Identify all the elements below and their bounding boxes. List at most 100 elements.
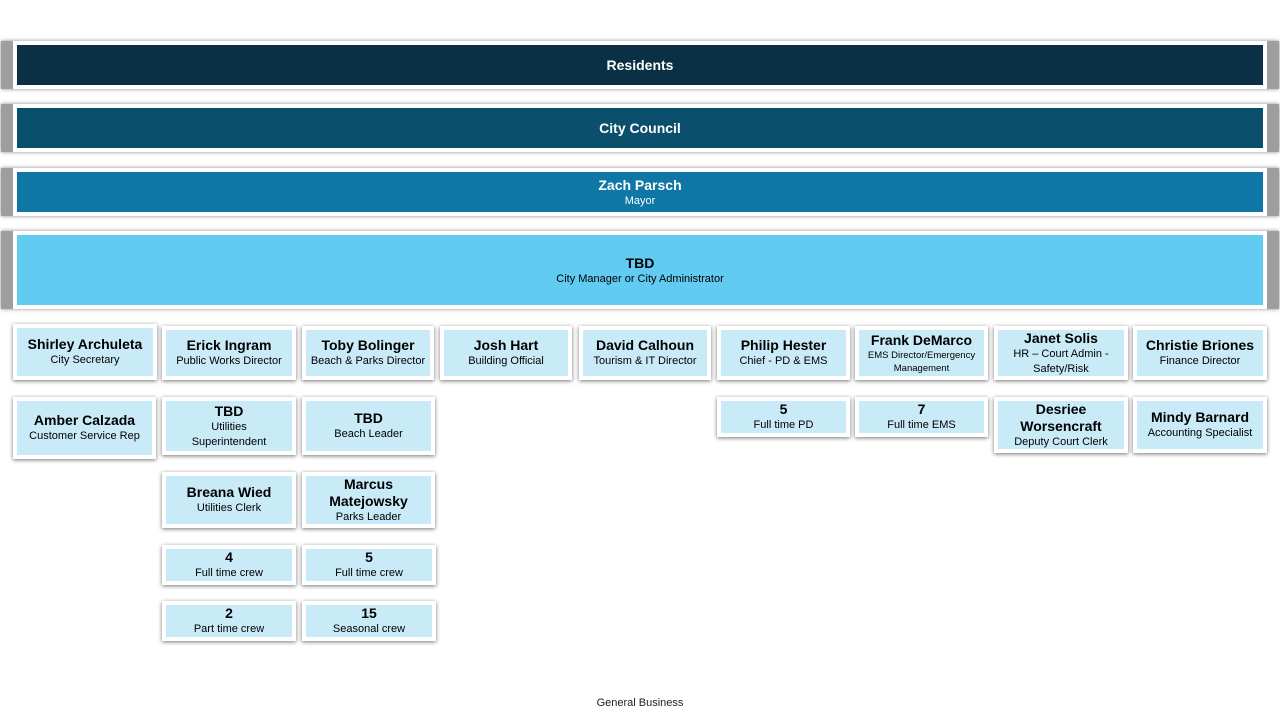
staff-title: Full time EMS [887, 419, 956, 431]
dept-police: Philip Hester Chief - PD & EMS [717, 326, 850, 380]
crew-title: Part time crew [193, 623, 265, 635]
staff-title: Beach Leader [334, 428, 403, 440]
band-city-council-name: City Council [599, 119, 681, 136]
staff-beach-leader-fill: TBD Beach Leader [306, 401, 431, 451]
staff-title: Utilities Clerk [196, 502, 262, 514]
dept-beach-parks: Toby Bolinger Beach & Parks Director [302, 326, 434, 380]
dept-title: City Secretary [50, 354, 120, 366]
dept-public-works-fill: Erick Ingram Public Works Director [166, 330, 292, 376]
dept-name: Shirley Archuleta [27, 336, 143, 352]
band-mayor-fill: Zach Parsch Mayor [17, 172, 1263, 212]
dept-hr-court-fill: Janet Solis HR – Court Admin - Safety/Ri… [998, 330, 1124, 376]
dept-building-fill: Josh Hart Building Official [444, 330, 568, 376]
staff-title: Customer Service Rep [29, 430, 140, 442]
crew-parks-fulltime: 5 Full time crew [302, 545, 436, 585]
staff-ems-fulltime-fill: 7 Full time EMS [859, 401, 984, 433]
dept-title: Building Official [468, 355, 544, 367]
band-mayor-name: Zach Parsch [598, 176, 682, 193]
dept-name: Erick Ingram [186, 337, 272, 353]
dept-name: Josh Hart [473, 337, 539, 353]
staff-breana: Breana Wied Utilities Clerk [162, 472, 296, 528]
staff-utilities-superintendent-fill: TBD Utilities Superintendent [166, 401, 292, 451]
dept-beach-parks-fill: Toby Bolinger Beach & Parks Director [306, 330, 430, 376]
staff-mindy-fill: Mindy Barnard Accounting Specialist [1137, 401, 1263, 449]
staff-desriee-fill: Desriee Worsencraft Deputy Court Clerk [998, 401, 1124, 449]
band-city-manager-name: TBD [625, 254, 655, 271]
dept-hr-court: Janet Solis HR – Court Admin - Safety/Ri… [994, 326, 1128, 380]
band-city-manager-fill: TBD City Manager or City Administrator [17, 235, 1263, 305]
crew-count: 4 [225, 549, 233, 565]
staff-name: Breana Wied [186, 484, 272, 500]
staff-title: Parks Leader [335, 510, 402, 523]
band-residents: Residents [1, 41, 1279, 89]
dept-finance: Christie Briones Finance Director [1133, 326, 1267, 380]
staff-amber: Amber Calzada Customer Service Rep [13, 397, 156, 459]
staff-title: Deputy Court Clerk [1014, 435, 1108, 448]
staff-breana-fill: Breana Wied Utilities Clerk [166, 476, 292, 524]
staff-ems-fulltime: 7 Full time EMS [855, 397, 988, 437]
band-city-council: City Council [1, 104, 1279, 152]
staff-count: 5 [779, 401, 788, 417]
dept-city-secretary-fill: Shirley Archuleta City Secretary [17, 328, 153, 376]
dept-title: Tourism & IT Director [593, 355, 697, 367]
crew-title: Full time crew [335, 567, 403, 579]
staff-name: TBD [354, 410, 383, 426]
crew-pw-parttime: 2 Part time crew [162, 601, 296, 641]
dept-building: Josh Hart Building Official [440, 326, 572, 380]
dept-title: Beach & Parks Director [310, 355, 426, 367]
dept-tourism-it-fill: David Calhoun Tourism & IT Director [583, 330, 707, 376]
crew-pw-fulltime-fill: 4 Full time crew [166, 549, 292, 581]
dept-tourism-it: David Calhoun Tourism & IT Director [579, 326, 711, 380]
staff-pd-fulltime-fill: 5 Full time PD [721, 401, 846, 433]
staff-name: Marcus Matejowsky [329, 475, 408, 509]
staff-title: Accounting Specialist [1147, 427, 1253, 439]
staff-title: Utilities Superintendent [191, 420, 267, 448]
crew-parks-seasonal: 15 Seasonal crew [302, 601, 436, 641]
crew-count: 2 [225, 605, 233, 621]
crew-pw-parttime-fill: 2 Part time crew [166, 605, 292, 637]
staff-pd-fulltime: 5 Full time PD [717, 397, 850, 437]
dept-name: Philip Hester [740, 337, 827, 353]
band-mayor-title: Mayor [624, 194, 656, 207]
staff-desriee: Desriee Worsencraft Deputy Court Clerk [994, 397, 1128, 453]
dept-police-fill: Philip Hester Chief - PD & EMS [721, 330, 846, 376]
dept-name: Toby Bolinger [321, 337, 415, 353]
crew-count: 15 [361, 605, 377, 621]
dept-finance-fill: Christie Briones Finance Director [1137, 330, 1263, 376]
crew-parks-fulltime-fill: 5 Full time crew [306, 549, 432, 581]
crew-parks-seasonal-fill: 15 Seasonal crew [306, 605, 432, 637]
band-city-manager: TBD City Manager or City Administrator [1, 231, 1279, 309]
dept-title: EMS Director/Emergency Management [867, 349, 976, 374]
dept-name: Frank DeMarco [870, 331, 973, 348]
staff-beach-leader: TBD Beach Leader [302, 397, 435, 455]
dept-title: Finance Director [1159, 355, 1241, 367]
staff-name: TBD [214, 402, 244, 419]
dept-public-works: Erick Ingram Public Works Director [162, 326, 296, 380]
staff-count: 7 [917, 401, 926, 417]
crew-title: Full time crew [195, 567, 263, 579]
staff-marcus: Marcus Matejowsky Parks Leader [302, 472, 435, 528]
staff-utilities-superintendent: TBD Utilities Superintendent [162, 397, 296, 455]
staff-name: Amber Calzada [33, 412, 136, 428]
staff-name: Mindy Barnard [1150, 409, 1249, 425]
dept-ems: Frank DeMarco EMS Director/Emergency Man… [855, 326, 988, 380]
band-city-council-fill: City Council [17, 108, 1263, 148]
staff-name: Desriee Worsencraft [1020, 400, 1102, 434]
staff-mindy: Mindy Barnard Accounting Specialist [1133, 397, 1267, 453]
dept-city-secretary: Shirley Archuleta City Secretary [13, 324, 157, 380]
band-mayor: Zach Parsch Mayor [1, 168, 1279, 216]
dept-name: Christie Briones [1145, 337, 1255, 353]
staff-marcus-fill: Marcus Matejowsky Parks Leader [306, 476, 431, 524]
footer-label: General Business [596, 697, 684, 709]
dept-title: Chief - PD & EMS [739, 355, 828, 367]
crew-count: 5 [365, 549, 373, 565]
crew-pw-fulltime: 4 Full time crew [162, 545, 296, 585]
band-city-manager-title: City Manager or City Administrator [556, 272, 724, 285]
dept-name: Janet Solis [1024, 329, 1098, 346]
dept-title: Public Works Director [176, 355, 282, 367]
staff-amber-fill: Amber Calzada Customer Service Rep [17, 401, 152, 455]
crew-title: Seasonal crew [332, 623, 406, 635]
dept-ems-fill: Frank DeMarco EMS Director/Emergency Man… [859, 330, 984, 376]
band-residents-name: Residents [606, 56, 674, 73]
dept-name: David Calhoun [595, 337, 694, 353]
